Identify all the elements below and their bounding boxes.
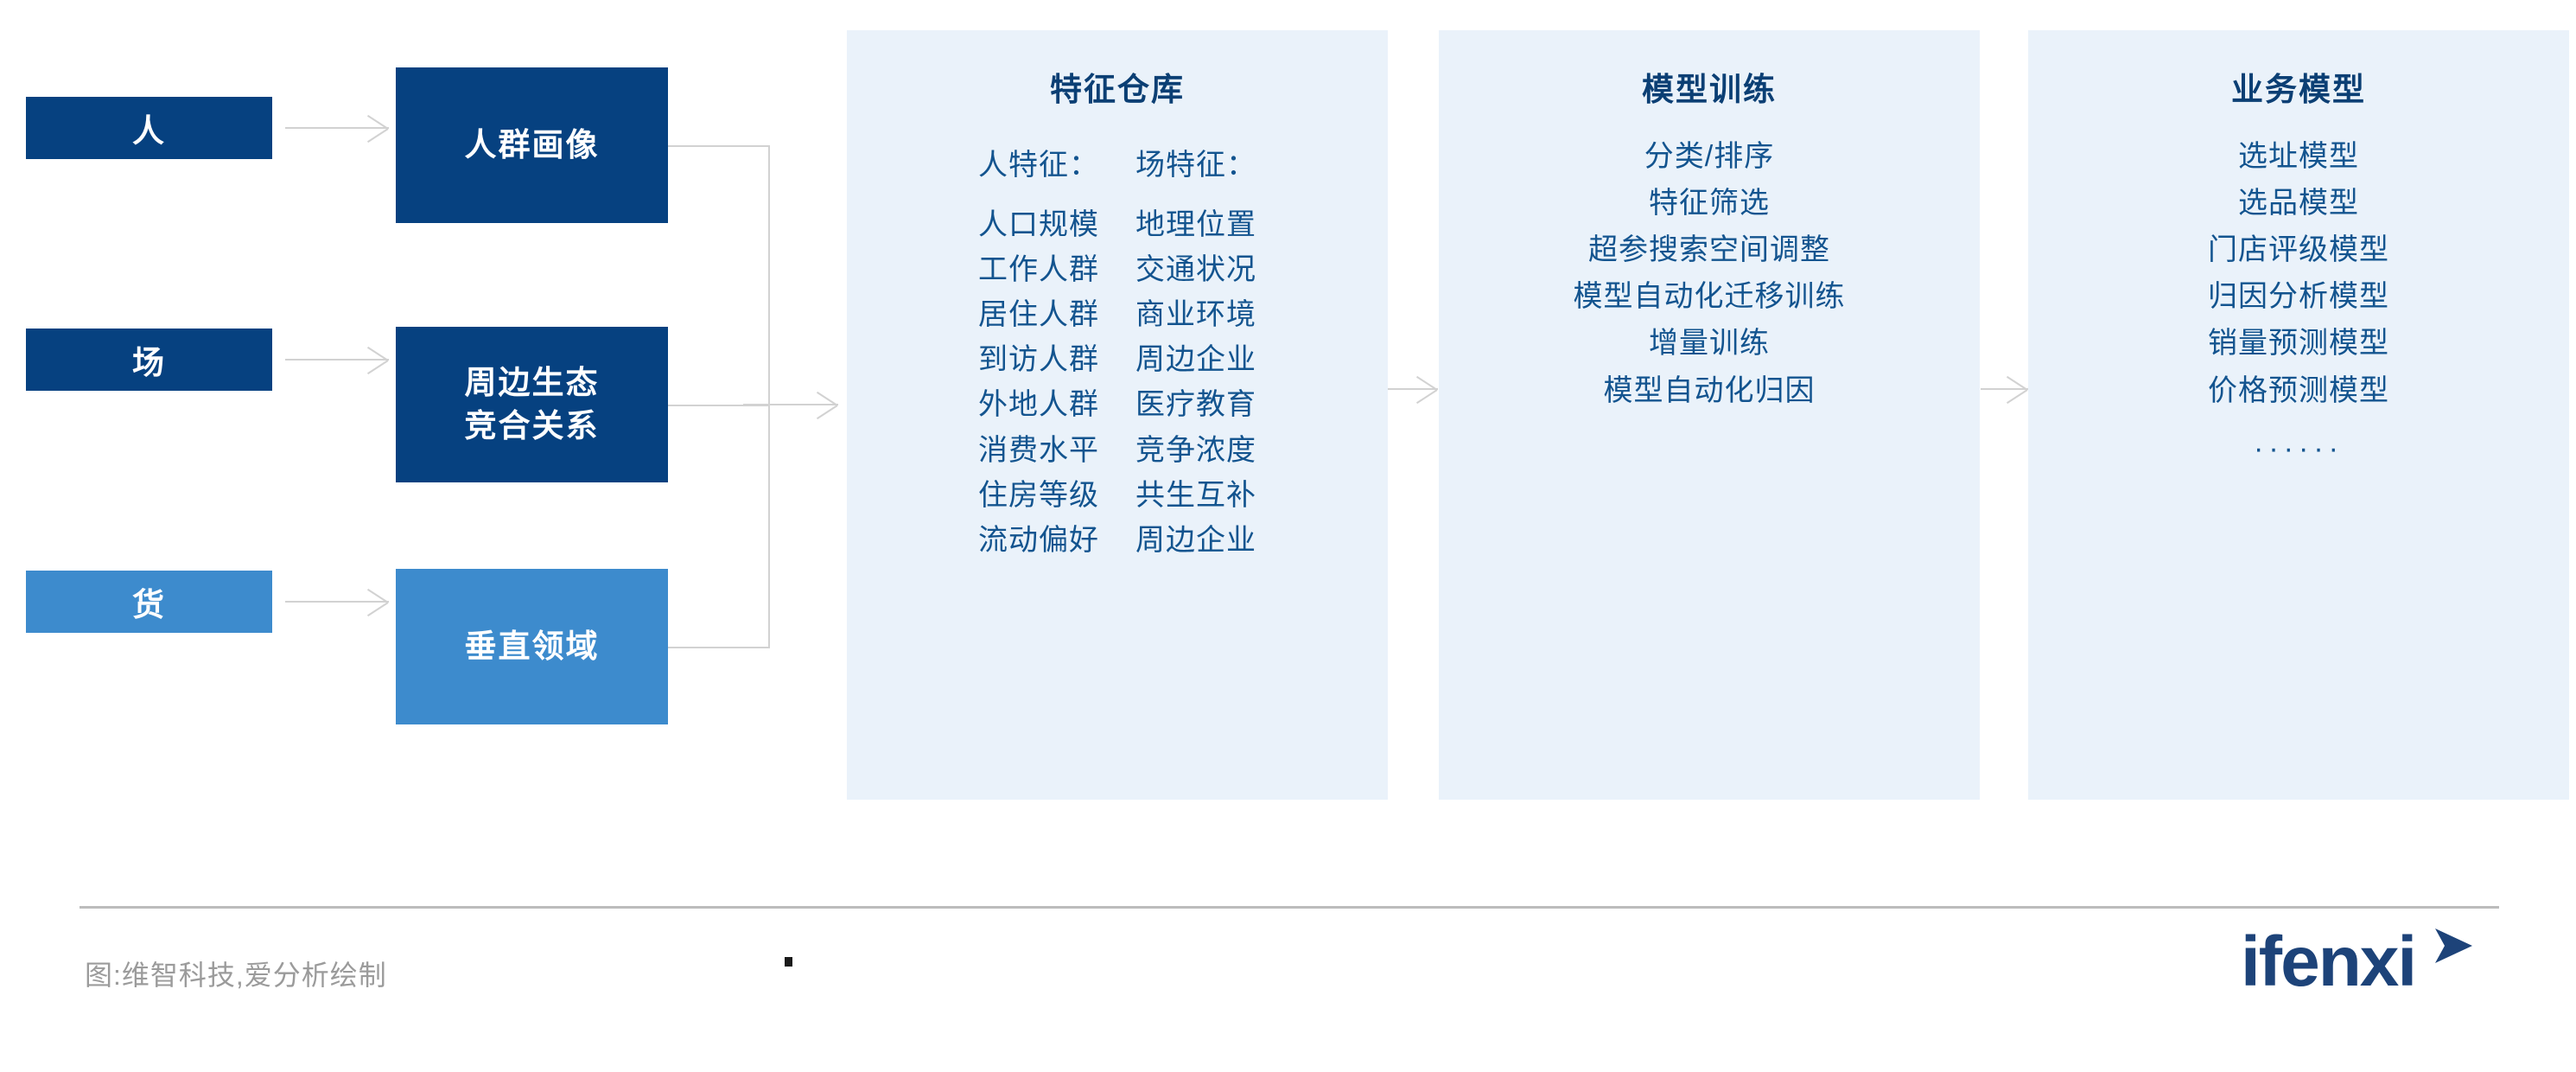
stage-box-crowd-portrait-label: 人群画像 bbox=[464, 127, 600, 163]
list-item[interactable]: 周边企业 bbox=[1135, 343, 1256, 377]
list-item[interactable]: 竞争浓度 bbox=[1135, 433, 1256, 467]
panel-business-model: 业务模型 选址模型 选品模型 门店评级模型 归因分析模型 销量预测模型 价格预测… bbox=[2028, 30, 2569, 800]
source-box-goods[interactable]: 货 bbox=[26, 571, 272, 633]
list-item[interactable]: 商业环境 bbox=[1135, 298, 1256, 332]
feature-column-place: 场特征： 地理位置 交通状况 商业环境 周边企业 医疗教育 竞争浓度 共生互补 … bbox=[1135, 141, 1256, 568]
feature-columns: 人特征： 人口规模 工作人群 居住人群 到访人群 外地人群 消费水平 住房等级 … bbox=[847, 141, 1388, 568]
panel-feature-warehouse: 特征仓库 人特征： 人口规模 工作人群 居住人群 到访人群 外地人群 消费水平 … bbox=[847, 30, 1388, 800]
arrow-place-to-ecology bbox=[285, 341, 389, 379]
list-item[interactable]: 工作人群 bbox=[978, 253, 1099, 287]
list-item[interactable]: 住房等级 bbox=[978, 478, 1099, 512]
list-item[interactable]: 周边企业 bbox=[1135, 523, 1256, 557]
list-item[interactable]: 模型自动化归因 bbox=[1603, 373, 1816, 407]
business-model-list: 选址模型 选品模型 门店评级模型 归因分析模型 销量预测模型 价格预测模型 ··… bbox=[2028, 139, 2569, 466]
merge-connector bbox=[668, 138, 772, 674]
arrow-people-to-portrait bbox=[285, 109, 389, 147]
list-item[interactable]: 人口规模 bbox=[978, 208, 1099, 241]
list-item[interactable]: 共生互补 bbox=[1135, 478, 1256, 512]
arrow-goods-to-vertical bbox=[285, 583, 389, 621]
list-item[interactable]: 价格预测模型 bbox=[2208, 373, 2389, 407]
panel-model-training: 模型训练 分类/排序 特征筛选 超参搜索空间调整 模型自动化迁移训练 增量训练 … bbox=[1439, 30, 1980, 800]
stage-box-vertical-domain[interactable]: 垂直领域 bbox=[396, 569, 668, 724]
footer-credit: 图:维智科技,爱分析绘制 bbox=[85, 960, 387, 991]
list-item[interactable]: 销量预测模型 bbox=[2208, 327, 2389, 361]
list-item[interactable]: 消费水平 bbox=[978, 433, 1099, 467]
footer-dot-marker bbox=[785, 957, 792, 967]
list-item[interactable]: 医疗教育 bbox=[1135, 388, 1256, 422]
arrow-chevron-icon bbox=[2435, 928, 2472, 963]
footer-divider bbox=[80, 906, 2499, 909]
feature-column-people-head: 人特征： bbox=[978, 149, 1099, 182]
source-box-goods-label: 货 bbox=[132, 587, 166, 622]
list-item[interactable]: 地理位置 bbox=[1135, 208, 1256, 241]
stage-box-vertical-domain-label: 垂直领域 bbox=[464, 629, 600, 665]
list-item[interactable]: 外地人群 bbox=[978, 388, 1099, 422]
list-item[interactable]: 到访人群 bbox=[978, 343, 1099, 377]
list-item[interactable]: 选址模型 bbox=[2238, 140, 2359, 173]
list-item[interactable]: 交通状况 bbox=[1135, 253, 1256, 287]
panel-feature-warehouse-title: 特征仓库 bbox=[1050, 72, 1185, 107]
list-item[interactable]: 超参搜索空间调整 bbox=[1588, 233, 1830, 267]
list-item[interactable]: 模型自动化迁移训练 bbox=[1573, 280, 1846, 314]
list-item[interactable]: 增量训练 bbox=[1649, 327, 1770, 361]
stage-box-ecology-competition[interactable]: 周边生态 竞合关系 bbox=[396, 327, 668, 482]
arrow-merge-to-feature bbox=[743, 386, 838, 424]
list-item[interactable]: 分类/排序 bbox=[1644, 140, 1775, 173]
source-box-people-label: 人 bbox=[132, 113, 166, 149]
list-item[interactable]: 特征筛选 bbox=[1649, 187, 1770, 220]
list-item[interactable]: 选品模型 bbox=[2238, 187, 2359, 220]
list-item[interactable]: 流动偏好 bbox=[978, 523, 1099, 557]
stage-box-ecology-competition-label: 周边生态 竞合关系 bbox=[464, 365, 600, 443]
arrow-train-to-business bbox=[1981, 370, 2028, 408]
ifenxi-logo-text: ifenxi bbox=[2241, 923, 2415, 1001]
panel-model-training-title: 模型训练 bbox=[1642, 72, 1777, 107]
panel-business-model-title: 业务模型 bbox=[2231, 72, 2366, 107]
stage-box-crowd-portrait[interactable]: 人群画像 bbox=[396, 67, 668, 223]
source-box-place-label: 场 bbox=[132, 345, 166, 380]
source-box-people[interactable]: 人 bbox=[26, 97, 272, 159]
arrow-feature-to-train bbox=[1388, 370, 1438, 408]
list-item[interactable]: 居住人群 bbox=[978, 298, 1099, 332]
feature-column-place-head: 场特征： bbox=[1135, 149, 1256, 182]
ifenxi-logo: ifenxi bbox=[2241, 923, 2500, 1003]
list-ellipsis: ······ bbox=[2254, 431, 2344, 465]
list-item[interactable]: 门店评级模型 bbox=[2208, 233, 2389, 267]
model-training-list: 分类/排序 特征筛选 超参搜索空间调整 模型自动化迁移训练 增量训练 模型自动化… bbox=[1439, 139, 1980, 420]
source-box-place[interactable]: 场 bbox=[26, 329, 272, 391]
feature-column-people: 人特征： 人口规模 工作人群 居住人群 到访人群 外地人群 消费水平 住房等级 … bbox=[978, 141, 1099, 568]
list-item[interactable]: 归因分析模型 bbox=[2208, 280, 2389, 314]
